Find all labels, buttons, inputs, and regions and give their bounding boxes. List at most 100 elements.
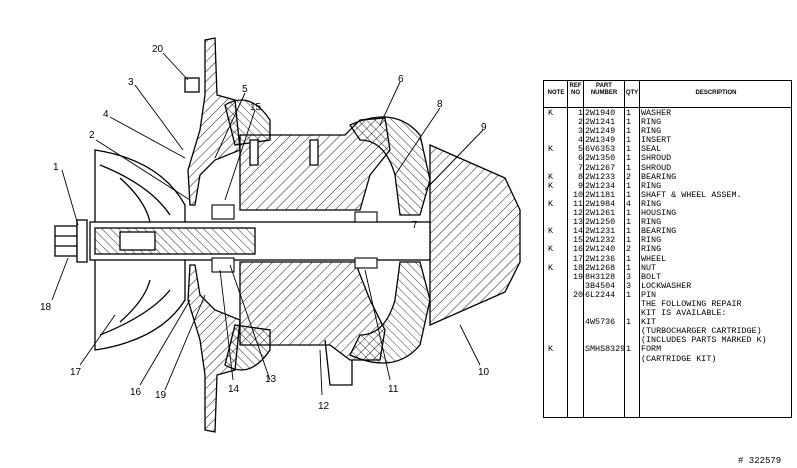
cell-desc: KIT [641,318,657,328]
cell-qty: 3 [626,281,632,291]
cell-note: K [548,181,554,191]
cell-desc: BOLT [641,272,662,282]
table-header: NOTE REF NO PART NUMBER QTY DESCRIPTION [544,81,791,108]
bearings [211,204,378,273]
cell-desc: WHEEL [641,254,667,264]
table-row: 3B4504 3 LOCKWASHER [544,282,791,291]
cell-qty: 1 [626,290,632,300]
callout-7: 7 [412,220,418,231]
cell-part: 2W1350 [585,154,616,164]
callout-8: 8 [437,99,443,110]
cell-qty: 2 [626,172,632,182]
cell-desc: SHROUD [641,163,672,173]
cell-desc: (INCLUDES PARTS MARKED K) [641,336,767,346]
cell-note: K [548,263,554,273]
cell-qty: 1 [626,236,632,246]
cell-note: K [548,345,554,355]
cell-part: 6V6353 [585,145,616,155]
cell-desc: KIT IS AVAILABLE: [641,309,727,319]
callout-3: 3 [128,77,134,88]
cell-ref: 4 [577,136,583,146]
callout-12: 12 [318,401,330,412]
table-row: (INCLUDES PARTS MARKED K) [544,336,791,345]
callout-2: 2 [89,130,95,141]
turbine-housing [349,116,521,364]
cell-qty: 1 [626,127,632,137]
cell-part: 2W1267 [585,163,616,173]
cell-part: 2W1268 [585,263,616,273]
cell-desc: RING [641,181,662,191]
cell-desc: RING [641,199,662,209]
callout-6: 6 [398,74,404,85]
cell-desc: RING [641,245,662,255]
cell-part: 2W1984 [585,199,616,209]
cell-qty: 1 [626,163,632,173]
cell-desc: RING [641,127,662,137]
cell-ref: 15 [572,236,583,246]
cell-part: 2W1250 [585,218,616,228]
figure-number: # 322579 [738,456,782,466]
callout-15: 15 [250,102,262,113]
col-divider [567,81,568,417]
cell-qty: 1 [626,263,632,273]
cell-part: 2W1240 [585,245,616,255]
cell-ref: 1 [577,109,583,118]
cell-qty: 1 [626,154,632,164]
cell-part: 2W1940 [585,109,616,118]
compressor-wheel [94,149,186,351]
callout-9: 9 [481,122,487,133]
cell-ref: 16 [572,245,583,255]
cell-desc: (TURBOCHARGER CARTRIDGE) [641,327,762,337]
cell-qty: 4 [626,199,632,209]
shaft [89,221,431,261]
nut [54,219,88,263]
cell-desc: RING [641,118,662,128]
cell-part: 6L2244 [585,290,616,300]
cell-part: 4W5736 [585,318,616,328]
cell-part: 2W1181 [585,190,616,200]
cell-part: SMHS8329 [585,345,625,355]
cell-part: 8H3128 [585,272,616,282]
callout-4: 4 [103,109,109,120]
cell-ref: 20 [572,290,583,300]
cell-part: 2W1236 [585,254,616,264]
cell-ref: 7 [577,163,583,173]
cell-note: K [548,172,554,182]
cell-part: 3B4504 [585,281,616,291]
cell-qty: 1 [626,181,632,191]
cell-qty: 1 [626,254,632,264]
cell-qty: 2 [626,245,632,255]
cell-ref: 5 [577,145,583,155]
cell-ref: 19 [572,272,583,282]
table-row: THE FOLLOWING REPAIR [544,300,791,309]
cell-desc: SEAL [641,145,662,155]
cell-ref: 3 [577,127,583,137]
cell-ref: 14 [572,227,583,237]
cell-part: 2W1261 [585,209,616,219]
cell-note: K [548,245,554,255]
leader-lines [51,52,484,396]
cell-ref: 11 [572,199,583,209]
callout-11: 11 [388,384,399,395]
cell-desc: LOCKWASHER [641,281,692,291]
cell-ref: 8 [577,172,583,182]
cell-qty: 1 [626,145,632,155]
cell-ref: 13 [572,218,583,228]
cell-part: 2W1249 [585,127,616,137]
callout-5: 5 [242,84,248,95]
cell-qty: 1 [626,227,632,237]
cell-part: 2W1232 [585,236,616,246]
